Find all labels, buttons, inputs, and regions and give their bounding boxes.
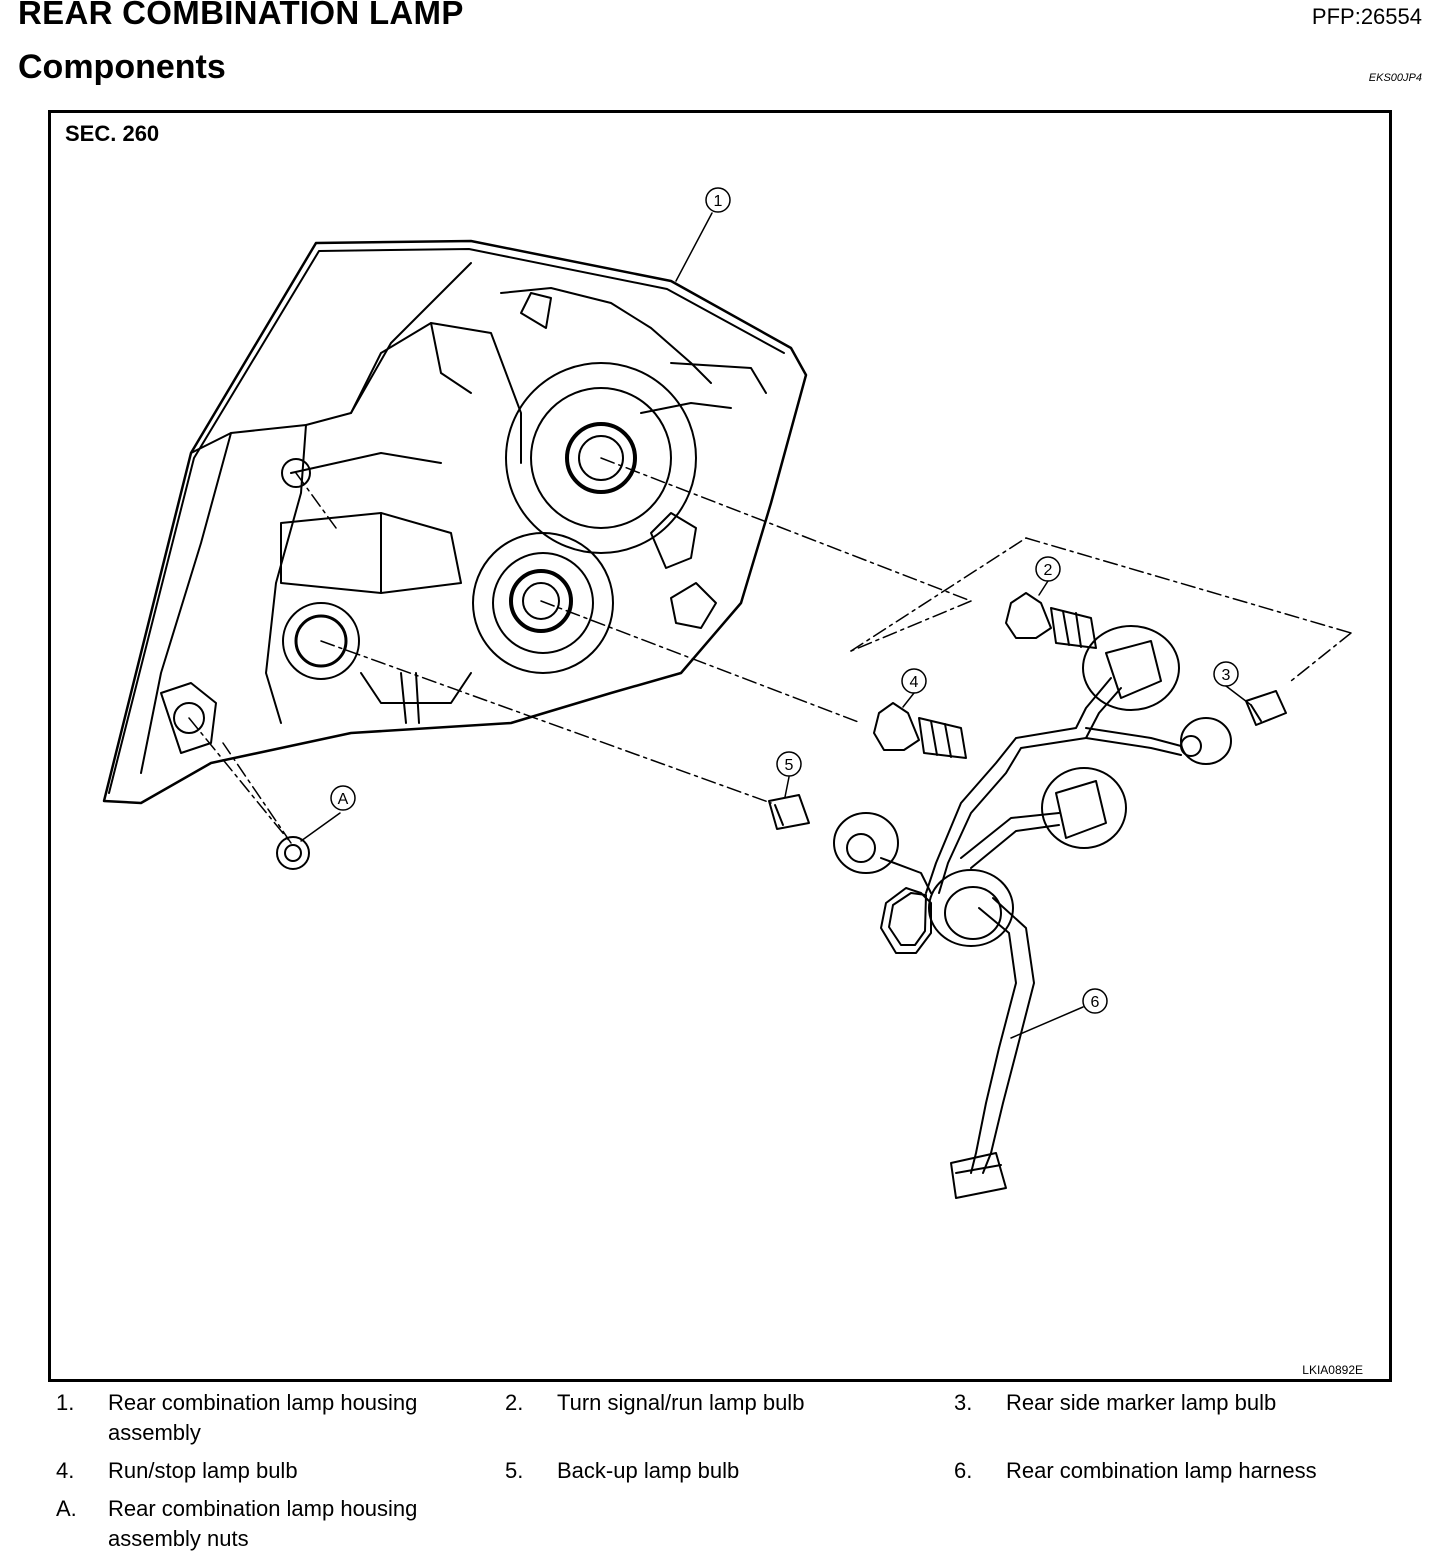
legend-item-a: A. Rear combination lamp housing assembl… — [56, 1494, 448, 1554]
legend-text: Turn signal/run lamp bulb — [557, 1390, 805, 1415]
turn-signal-bulb — [1005, 592, 1097, 649]
legend-item-2: 2. Turn signal/run lamp bulb — [505, 1388, 897, 1418]
callout-3-label: 3 — [1222, 667, 1231, 684]
callout-6-label: 6 — [1091, 994, 1100, 1011]
legend-text: Rear combination lamp harness — [1006, 1458, 1317, 1483]
exploded-view-drawing: 1 2 3 4 5 6 A — [102, 187, 1352, 1199]
legend-number: 3. — [954, 1390, 973, 1415]
callout-5 — [776, 751, 802, 777]
legend-text: Back-up lamp bulb — [557, 1458, 740, 1483]
legend-number: 5. — [505, 1458, 524, 1483]
callout-2-label: 2 — [1044, 562, 1053, 579]
legend-number: 6. — [954, 1458, 973, 1483]
run-stop-bulb — [873, 702, 967, 759]
callout-3 — [1213, 661, 1239, 687]
callout-4-label: 4 — [910, 674, 919, 691]
part-code: PFP:26554 — [1311, 4, 1422, 29]
section-label: SEC. 260 — [65, 121, 160, 146]
legend-item-6: 6. Rear combination lamp harness — [954, 1456, 1346, 1486]
callout-4 — [901, 668, 927, 694]
callout-1 — [705, 187, 731, 213]
legend-number: 2. — [505, 1390, 524, 1415]
doc-code: EKS00JP4 — [1368, 72, 1422, 84]
legend-text: Rear combination lamp housing assembly n… — [108, 1496, 418, 1551]
legend-text: Rear side marker lamp bulb — [1006, 1390, 1277, 1415]
housing-nut — [276, 836, 310, 870]
legend-item-3: 3. Rear side marker lamp bulb — [954, 1388, 1346, 1418]
legend-item-1: 1. Rear combination lamp housing assembl… — [56, 1388, 448, 1448]
figure-code: LKIA0892E — [1302, 1363, 1363, 1377]
callout-a — [330, 785, 356, 811]
back-up-bulb — [768, 794, 810, 830]
callout-5-label: 5 — [785, 757, 794, 774]
callout-2 — [1035, 556, 1061, 582]
legend-number: 4. — [56, 1458, 75, 1483]
lamp-harness — [833, 625, 1232, 1199]
callout-6 — [1082, 988, 1108, 1014]
legend-number: A. — [56, 1496, 77, 1521]
legend-text: Run/stop lamp bulb — [108, 1458, 298, 1483]
callout-1-label: 1 — [714, 193, 723, 210]
alignment-lines — [188, 457, 1352, 844]
components-figure: SEC. 260 — [48, 110, 1392, 1382]
legend-number: 1. — [56, 1390, 75, 1415]
page-title: REAR COMBINATION LAMP — [18, 0, 464, 31]
legend-item-5: 5. Back-up lamp bulb — [505, 1456, 897, 1486]
section-title: Components — [18, 48, 226, 86]
callout-a-label: A — [338, 791, 349, 808]
callouts — [330, 187, 1239, 1014]
side-marker-bulb — [1245, 690, 1287, 726]
lamp-housing — [102, 239, 808, 805]
leader-lines — [300, 212, 1252, 1039]
legend-text: Rear combination lamp housing assembly — [108, 1390, 418, 1445]
legend-item-4: 4. Run/stop lamp bulb — [56, 1456, 448, 1486]
